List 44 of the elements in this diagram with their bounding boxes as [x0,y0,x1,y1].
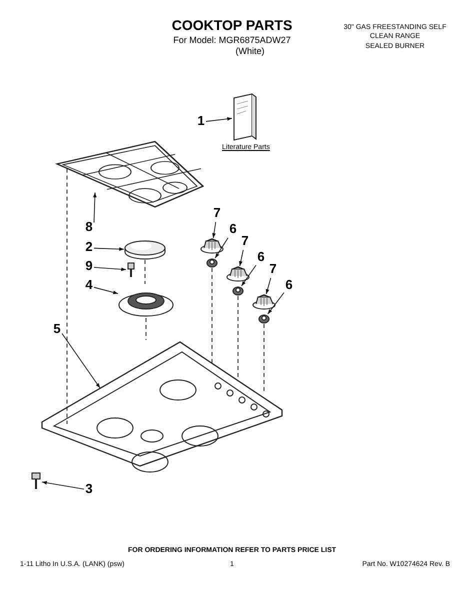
leader-line [212,222,216,238]
callout-number: 6 [256,250,266,263]
leader-line [266,278,272,294]
callout-number: 2 [84,240,94,253]
callout-number: 5 [52,322,62,335]
callout-number: 8 [84,220,94,233]
color-note: (White) [234,45,266,58]
screw-drawing [128,262,134,277]
leader-line [214,237,228,258]
diagram-title: COOKTOP PARTS [170,18,294,32]
assembly-line [144,260,146,284]
callout-number: 7 [212,206,222,219]
leader-line [239,250,244,266]
callout-number: 1 [196,114,206,127]
callout-number: 6 [228,222,238,235]
leader-line [267,292,284,314]
knob-drawing [200,238,224,254]
model-line: For Model: MGR6875ADW27 [172,34,292,47]
screw-drawing [32,472,40,489]
callout-number: 7 [240,234,250,247]
callout-number: 6 [284,278,294,291]
callout-number: 7 [268,262,278,275]
leader-line [241,264,256,286]
cooktop-drawing [41,341,283,472]
bezel-drawing [206,258,218,268]
callout-number: 9 [84,259,94,272]
leader-line [94,286,118,294]
burner-base-drawing [118,292,174,316]
burner-cap-drawing [124,240,166,260]
knob-drawing [252,294,276,310]
booklet-drawing [234,93,256,141]
bezel-drawing [232,286,244,296]
bezel-drawing [258,314,270,324]
leader-line [94,266,126,272]
callout-number: 3 [84,482,94,495]
leader-line [206,117,232,122]
grate-drawing [54,140,204,208]
leader-line [94,247,124,251]
leader-line [42,481,84,490]
knob-drawing [226,266,250,282]
callout-number: 4 [84,278,94,291]
leader-line [93,192,97,223]
leader-line [62,333,100,388]
assembly-line [66,168,68,424]
